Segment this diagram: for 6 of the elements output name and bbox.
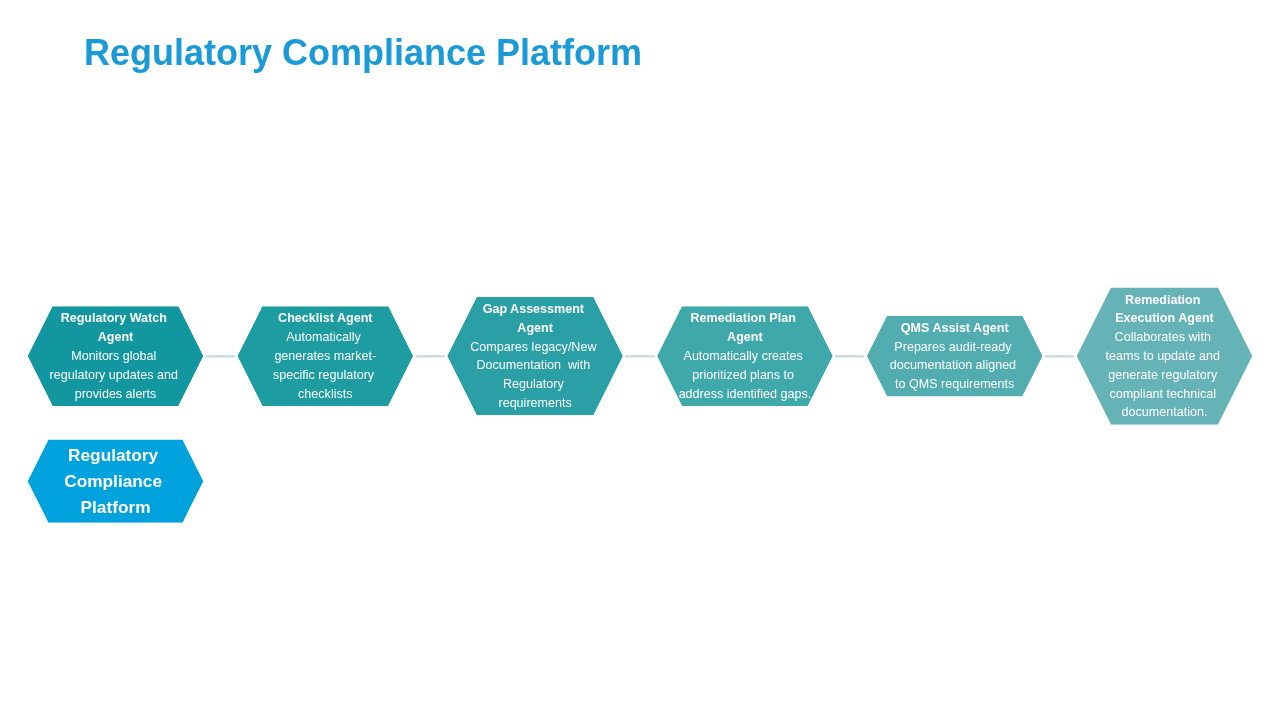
connector <box>834 354 866 358</box>
connector <box>624 354 657 358</box>
connector <box>414 354 447 358</box>
title: Regulatory Compliance Platform <box>84 32 643 74</box>
connector <box>1044 354 1076 358</box>
connector <box>205 354 237 358</box>
